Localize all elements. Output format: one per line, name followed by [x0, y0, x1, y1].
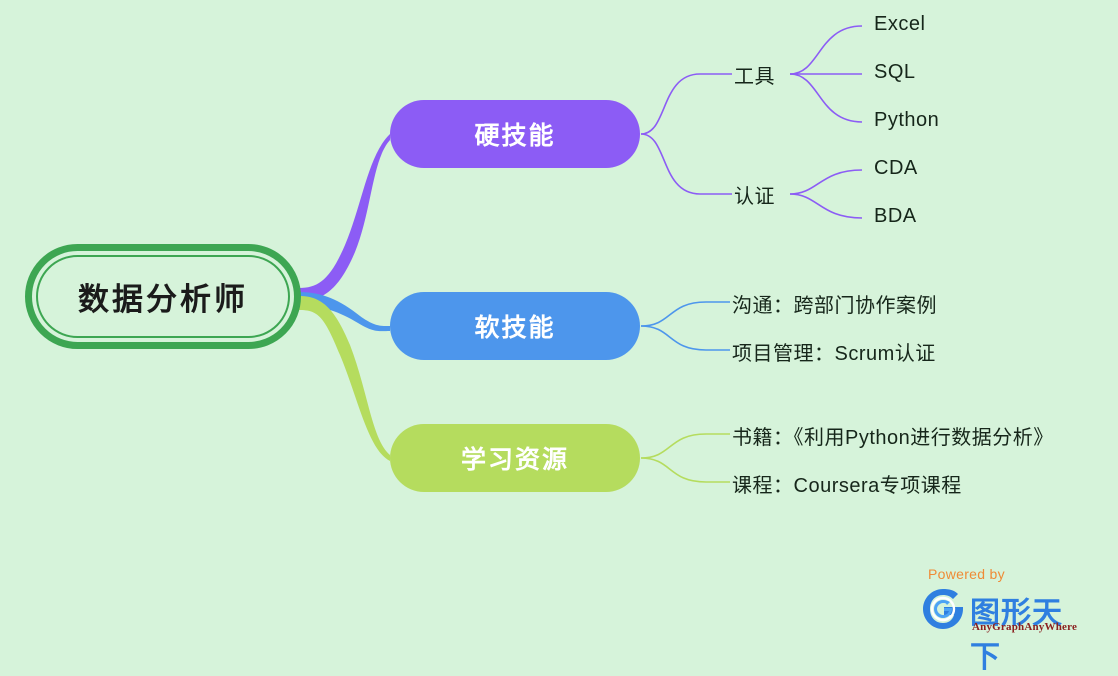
leaf-node-course[interactable]: 课程：Coursera专项课程 — [732, 475, 962, 497]
leaf-node-cda[interactable]: CDA — [874, 157, 918, 179]
g-circle-logo-icon — [923, 589, 963, 629]
branch-node-hard-skills[interactable]: 硬技能 — [390, 100, 640, 168]
connector-learn-to-book — [640, 433, 707, 459]
connector-hard-to-cert — [640, 133, 701, 195]
connector-hard-to-tools — [640, 73, 701, 135]
connector-root-to-learning-resources — [299, 296, 390, 461]
connector-soft-to-project-mgmt — [640, 325, 707, 351]
watermark-brand-en: AnyGraphAnyWhere — [972, 621, 1078, 633]
branch-node-learning-resources[interactable]: 学习资源 — [390, 424, 640, 492]
mindmap-canvas: 数据分析师 硬技能 软技能 学习资源 工具 认证 Excel SQL Pytho… — [25, 13, 1080, 674]
leaf-node-sql[interactable]: SQL — [874, 61, 916, 83]
connector-cert-to-cda — [789, 169, 863, 195]
watermark: Powered by 图形天下 AnyGraphAnyWhere — [920, 566, 1080, 674]
leaf-node-bda[interactable]: BDA — [874, 205, 917, 227]
root-node[interactable]: 数据分析师 — [25, 244, 301, 349]
leaf-node-book[interactable]: 书籍：《利用Python进行数据分析》 — [732, 427, 1054, 449]
leaf-node-communication[interactable]: 沟通：跨部门协作案例 — [732, 295, 937, 317]
leaf-node-project-management[interactable]: 项目管理：Scrum认证 — [732, 343, 936, 365]
connector-learn-to-course — [640, 457, 707, 483]
connector-root-to-hard-skills — [299, 134, 390, 302]
connector-soft-to-communication — [640, 301, 707, 327]
connector-tools-to-python — [789, 73, 863, 123]
branch-node-soft-skills[interactable]: 软技能 — [390, 292, 640, 360]
connector-cert-to-bda — [789, 193, 863, 219]
sub-node-tools[interactable]: 工具 — [734, 66, 775, 88]
sub-node-certification[interactable]: 认证 — [734, 186, 775, 208]
leaf-node-excel[interactable]: Excel — [874, 13, 926, 35]
watermark-powered-by-text: Powered by — [928, 566, 1005, 582]
connector-root-to-soft-skills — [299, 292, 390, 332]
connector-tools-to-excel — [789, 25, 863, 75]
leaf-node-python[interactable]: Python — [874, 109, 940, 131]
